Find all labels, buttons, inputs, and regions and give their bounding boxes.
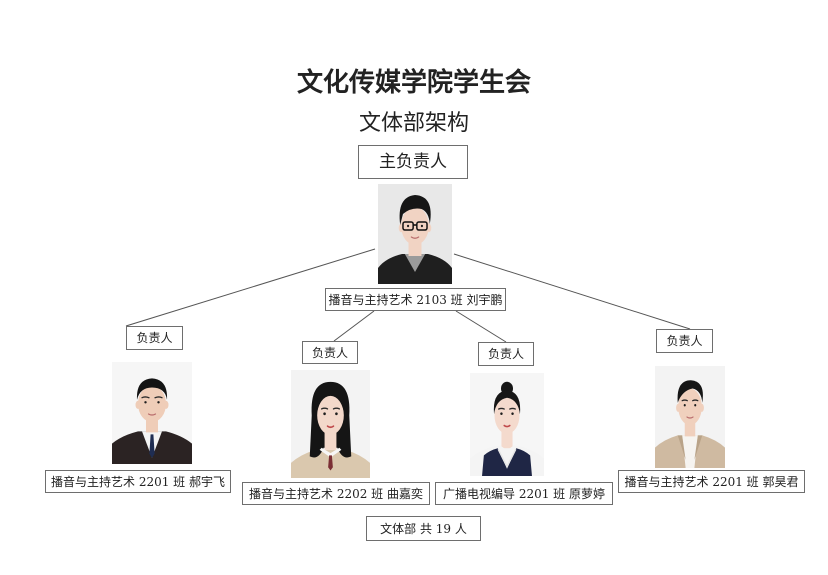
tie (149, 434, 155, 458)
hair-fringe (316, 386, 345, 414)
head-role-box: 主负责人 (358, 145, 468, 179)
mouth (686, 416, 694, 419)
portrait-photo-member (112, 362, 192, 464)
face (401, 207, 429, 245)
hair (136, 378, 168, 400)
connector-line (453, 253, 691, 330)
eyebrow (154, 396, 163, 399)
department-total-box: 文体部 共 19 人 (366, 516, 481, 541)
glasses-lens (416, 221, 428, 231)
eye (694, 404, 697, 407)
member-role-box: 负责人 (478, 342, 534, 366)
member-role-box: 负责人 (656, 329, 713, 353)
page-title: 文化传媒学院学生会 (296, 68, 531, 98)
eyebrow (320, 407, 329, 410)
connector-line (455, 310, 507, 343)
scarf (404, 254, 426, 272)
mouth (410, 236, 420, 239)
eye (406, 224, 410, 228)
eye (683, 404, 686, 407)
eyebrow (681, 399, 688, 402)
inner-shirt (682, 435, 698, 468)
face (494, 396, 520, 434)
mouth (147, 413, 157, 416)
collar (319, 447, 342, 458)
portrait-image (378, 184, 452, 284)
portrait-image (112, 362, 192, 464)
neck (684, 419, 696, 437)
portrait-photo-member (655, 366, 725, 468)
member-role-box: 负责人 (302, 341, 358, 364)
glasses (402, 221, 428, 231)
eye (420, 224, 424, 228)
eye (323, 412, 326, 416)
portrait-photo-member (291, 370, 370, 478)
lapel (694, 435, 703, 460)
eye (511, 412, 514, 416)
tie (328, 455, 333, 471)
member-name-label: 播音与主持艺术 2202 班 曲嘉奕 (242, 482, 430, 505)
eye (157, 401, 160, 404)
eyebrow (332, 407, 341, 410)
collar (497, 445, 517, 456)
vest (482, 448, 532, 476)
eye (335, 412, 338, 416)
neck (324, 430, 337, 450)
page-subtitle: 文体部架构 (358, 111, 469, 136)
head-name-label: 播音与主持艺术 2103 班 刘宇鹏 (325, 288, 506, 311)
portrait-photo-head (378, 184, 452, 284)
glasses-lens (402, 221, 414, 231)
member-name-label: 播音与主持艺术 2201 班 郭昊君 (618, 470, 805, 493)
connector-line (333, 310, 375, 342)
portrait-image (470, 373, 544, 476)
lips (326, 425, 335, 429)
member-name-label: 广播电视编导 2201 班 原萝婷 (435, 482, 613, 505)
hair (493, 390, 521, 415)
eyebrow (498, 407, 505, 410)
portrait-image (655, 366, 725, 468)
face (317, 395, 344, 435)
eyebrow (692, 399, 699, 402)
hair (677, 380, 703, 403)
face (138, 385, 166, 423)
hair (399, 195, 431, 225)
lips (503, 424, 511, 428)
portrait-photo-member (470, 373, 544, 476)
eye (500, 412, 503, 416)
member-role-box: 负责人 (126, 326, 183, 350)
portrait-image (291, 370, 370, 478)
connector-line (125, 248, 376, 327)
eye (144, 401, 147, 404)
lapel (677, 435, 686, 460)
eyebrow (509, 407, 516, 410)
face (678, 388, 702, 426)
vest-trim (497, 448, 517, 469)
neck (501, 429, 513, 449)
eyebrow (141, 396, 150, 399)
member-name-label: 播音与主持艺术 2201 班 郝宇飞 (45, 470, 231, 493)
